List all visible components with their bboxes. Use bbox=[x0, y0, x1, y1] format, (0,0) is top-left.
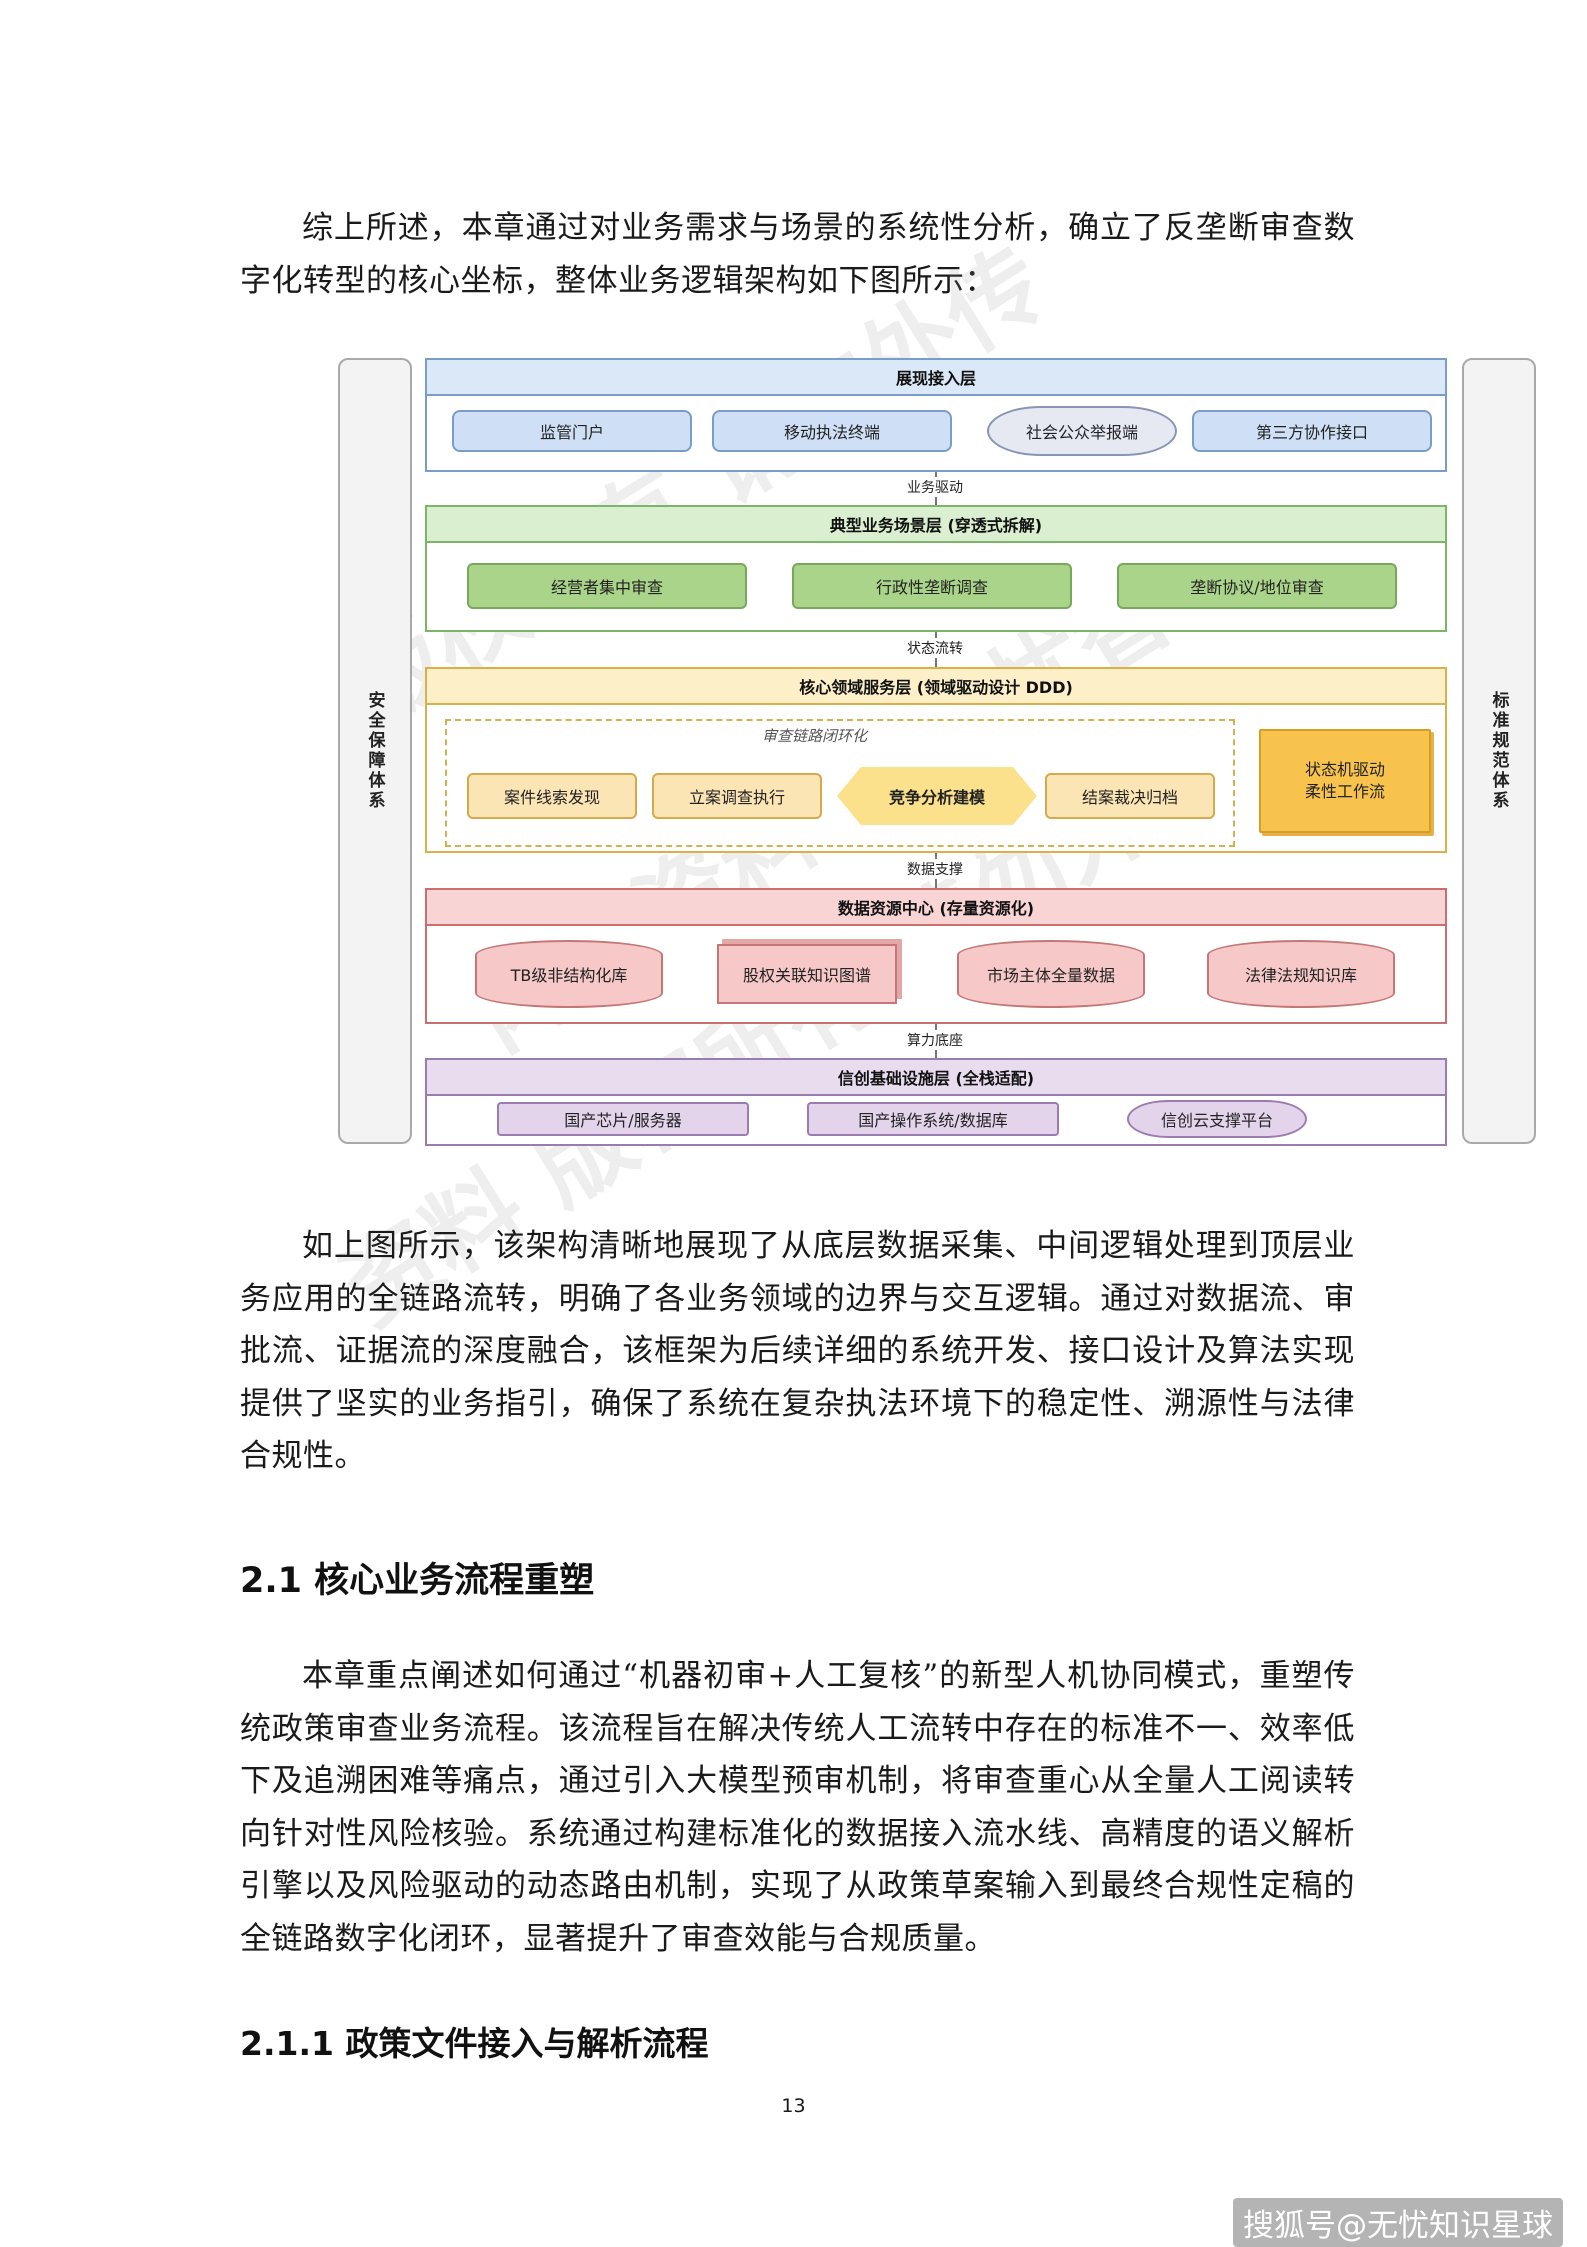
subsection-heading: 2.1.1 政策文件接入与解析流程 bbox=[240, 2024, 709, 2063]
data-center-layer-body: TB级非结构化库 股权关联知识图谱 市场主体全量数据 法律法规知识库 bbox=[425, 926, 1447, 1024]
section-heading: 2.1 核心业务流程重塑 bbox=[240, 1561, 595, 1601]
connector-business-drive: 业务驱动 bbox=[890, 477, 980, 497]
section-paragraph: 本章重点阐述如何通过“机器初审+人工复核”的新型人机协同模式，重塑传统政策审查业… bbox=[240, 1658, 1355, 1957]
infrastructure-layer-body: 国产芯片/服务器 国产操作系统/数据库 信创云支撑平台 bbox=[425, 1096, 1447, 1146]
presentation-layer-title: 展现接入层 bbox=[425, 358, 1447, 396]
case-clue-node: 案件线索发现 bbox=[467, 773, 637, 819]
footer-watermark: 搜狐号@无忧知识星球 bbox=[1233, 2198, 1563, 2247]
market-entity-data-node: 市场主体全量数据 bbox=[957, 940, 1145, 1008]
mobile-terminal-node: 移动执法终端 bbox=[712, 410, 952, 452]
merger-review-node: 经营者集中审查 bbox=[467, 563, 747, 609]
case-closure-node: 结案裁决归档 bbox=[1045, 773, 1215, 819]
third-party-interface-node: 第三方协作接口 bbox=[1192, 410, 1432, 452]
data-center-layer-title: 数据资源中心 (存量资源化) bbox=[425, 888, 1447, 926]
intro-paragraph: 综上所述，本章通过对业务需求与场景的系统性分析，确立了反垄断审查数字化转型的核心… bbox=[240, 210, 1355, 299]
security-system-label: 安全保障体系 bbox=[364, 691, 385, 811]
investigation-node: 立案调查执行 bbox=[652, 773, 822, 819]
competition-analysis-node: 竞争分析建模 bbox=[837, 767, 1037, 825]
monopoly-agreement-node: 垄断协议/地位审查 bbox=[1117, 563, 1397, 609]
explain-paragraph: 如上图所示，该架构清晰地展现了从底层数据采集、中间逻辑处理到顶层业务应用的全链路… bbox=[240, 1228, 1355, 1474]
core-service-layer-title: 核心领域服务层 (领域驱动设计 DDD) bbox=[425, 667, 1447, 705]
xinchuang-cloud-node: 信创云支撑平台 bbox=[1127, 1100, 1307, 1138]
security-system-sidebar: 安全保障体系 bbox=[338, 358, 412, 1144]
public-report-node: 社会公众举报端 bbox=[987, 406, 1177, 456]
scenario-layer-title: 典型业务场景层 (穿透式拆解) bbox=[425, 505, 1447, 543]
presentation-layer-body: 监管门户 移动执法终端 社会公众举报端 第三方协作接口 bbox=[425, 396, 1447, 472]
unstructured-db-node: TB级非结构化库 bbox=[475, 940, 663, 1008]
connector-state-transfer: 状态流转 bbox=[890, 638, 980, 658]
law-knowledge-base-node: 法律法规知识库 bbox=[1207, 940, 1395, 1008]
review-closure-label: 审查链路闭环化 bbox=[762, 727, 868, 745]
regulator-portal-node: 监管门户 bbox=[452, 410, 692, 452]
review-closure-box bbox=[445, 719, 1235, 847]
architecture-diagram: 版权所有 请勿外传 内部资料 ©无忧智库 资料 版权所有 请勿外传 安全保障体系… bbox=[323, 227, 1536, 1346]
connector-compute-base: 算力底座 bbox=[890, 1030, 980, 1050]
domestic-chip-node: 国产芯片/服务器 bbox=[497, 1102, 749, 1136]
equity-graph-node: 股权关联知识图谱 bbox=[717, 944, 897, 1004]
connector-data-support: 数据支撑 bbox=[890, 859, 980, 879]
standards-system-label: 标准规范体系 bbox=[1488, 691, 1509, 811]
state-machine-label: 状态机驱动 柔性工作流 bbox=[1304, 760, 1385, 801]
infrastructure-layer-title: 信创基础设施层 (全栈适配) bbox=[425, 1058, 1447, 1096]
standards-system-sidebar: 标准规范体系 bbox=[1462, 358, 1536, 1144]
page-number: 13 bbox=[781, 2095, 806, 2117]
domestic-os-node: 国产操作系统/数据库 bbox=[807, 1102, 1059, 1136]
state-machine-node: 状态机驱动 柔性工作流 bbox=[1259, 729, 1431, 833]
administrative-monopoly-node: 行政性垄断调查 bbox=[792, 563, 1072, 609]
core-service-layer-body: 审查链路闭环化 案件线索发现 立案调查执行 竞争分析建模 结案裁决归档 状态机驱… bbox=[425, 705, 1447, 853]
scenario-layer-body: 经营者集中审查 行政性垄断调查 垄断协议/地位审查 bbox=[425, 543, 1447, 632]
